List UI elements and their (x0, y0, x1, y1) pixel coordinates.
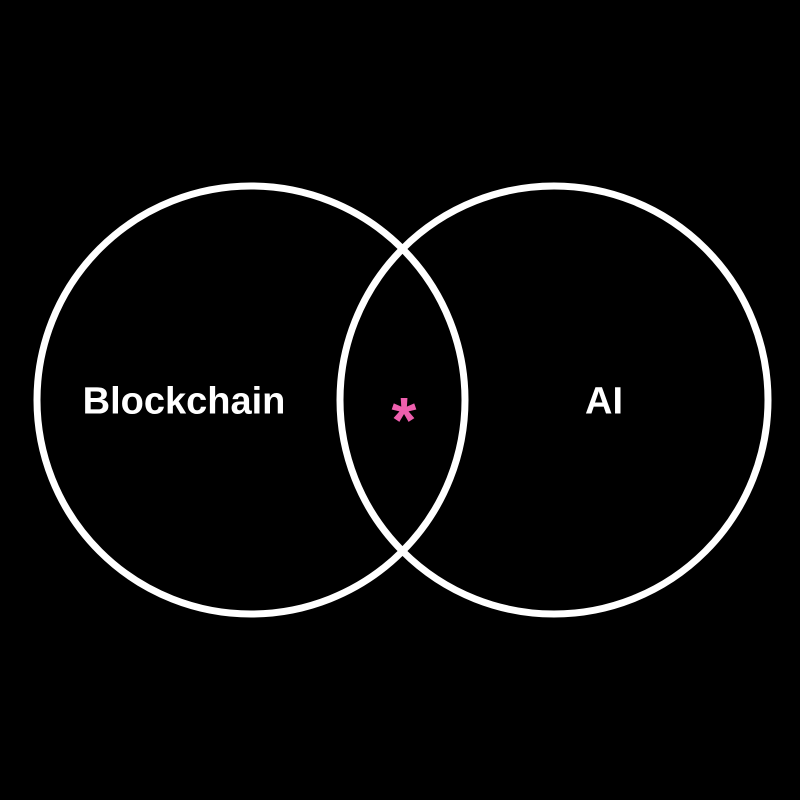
blockchain-label: Blockchain (82, 380, 286, 423)
ai-label: AI (585, 380, 623, 423)
left-circle (33, 182, 469, 618)
right-circle (336, 182, 772, 618)
asterisk-icon: * (391, 384, 417, 456)
